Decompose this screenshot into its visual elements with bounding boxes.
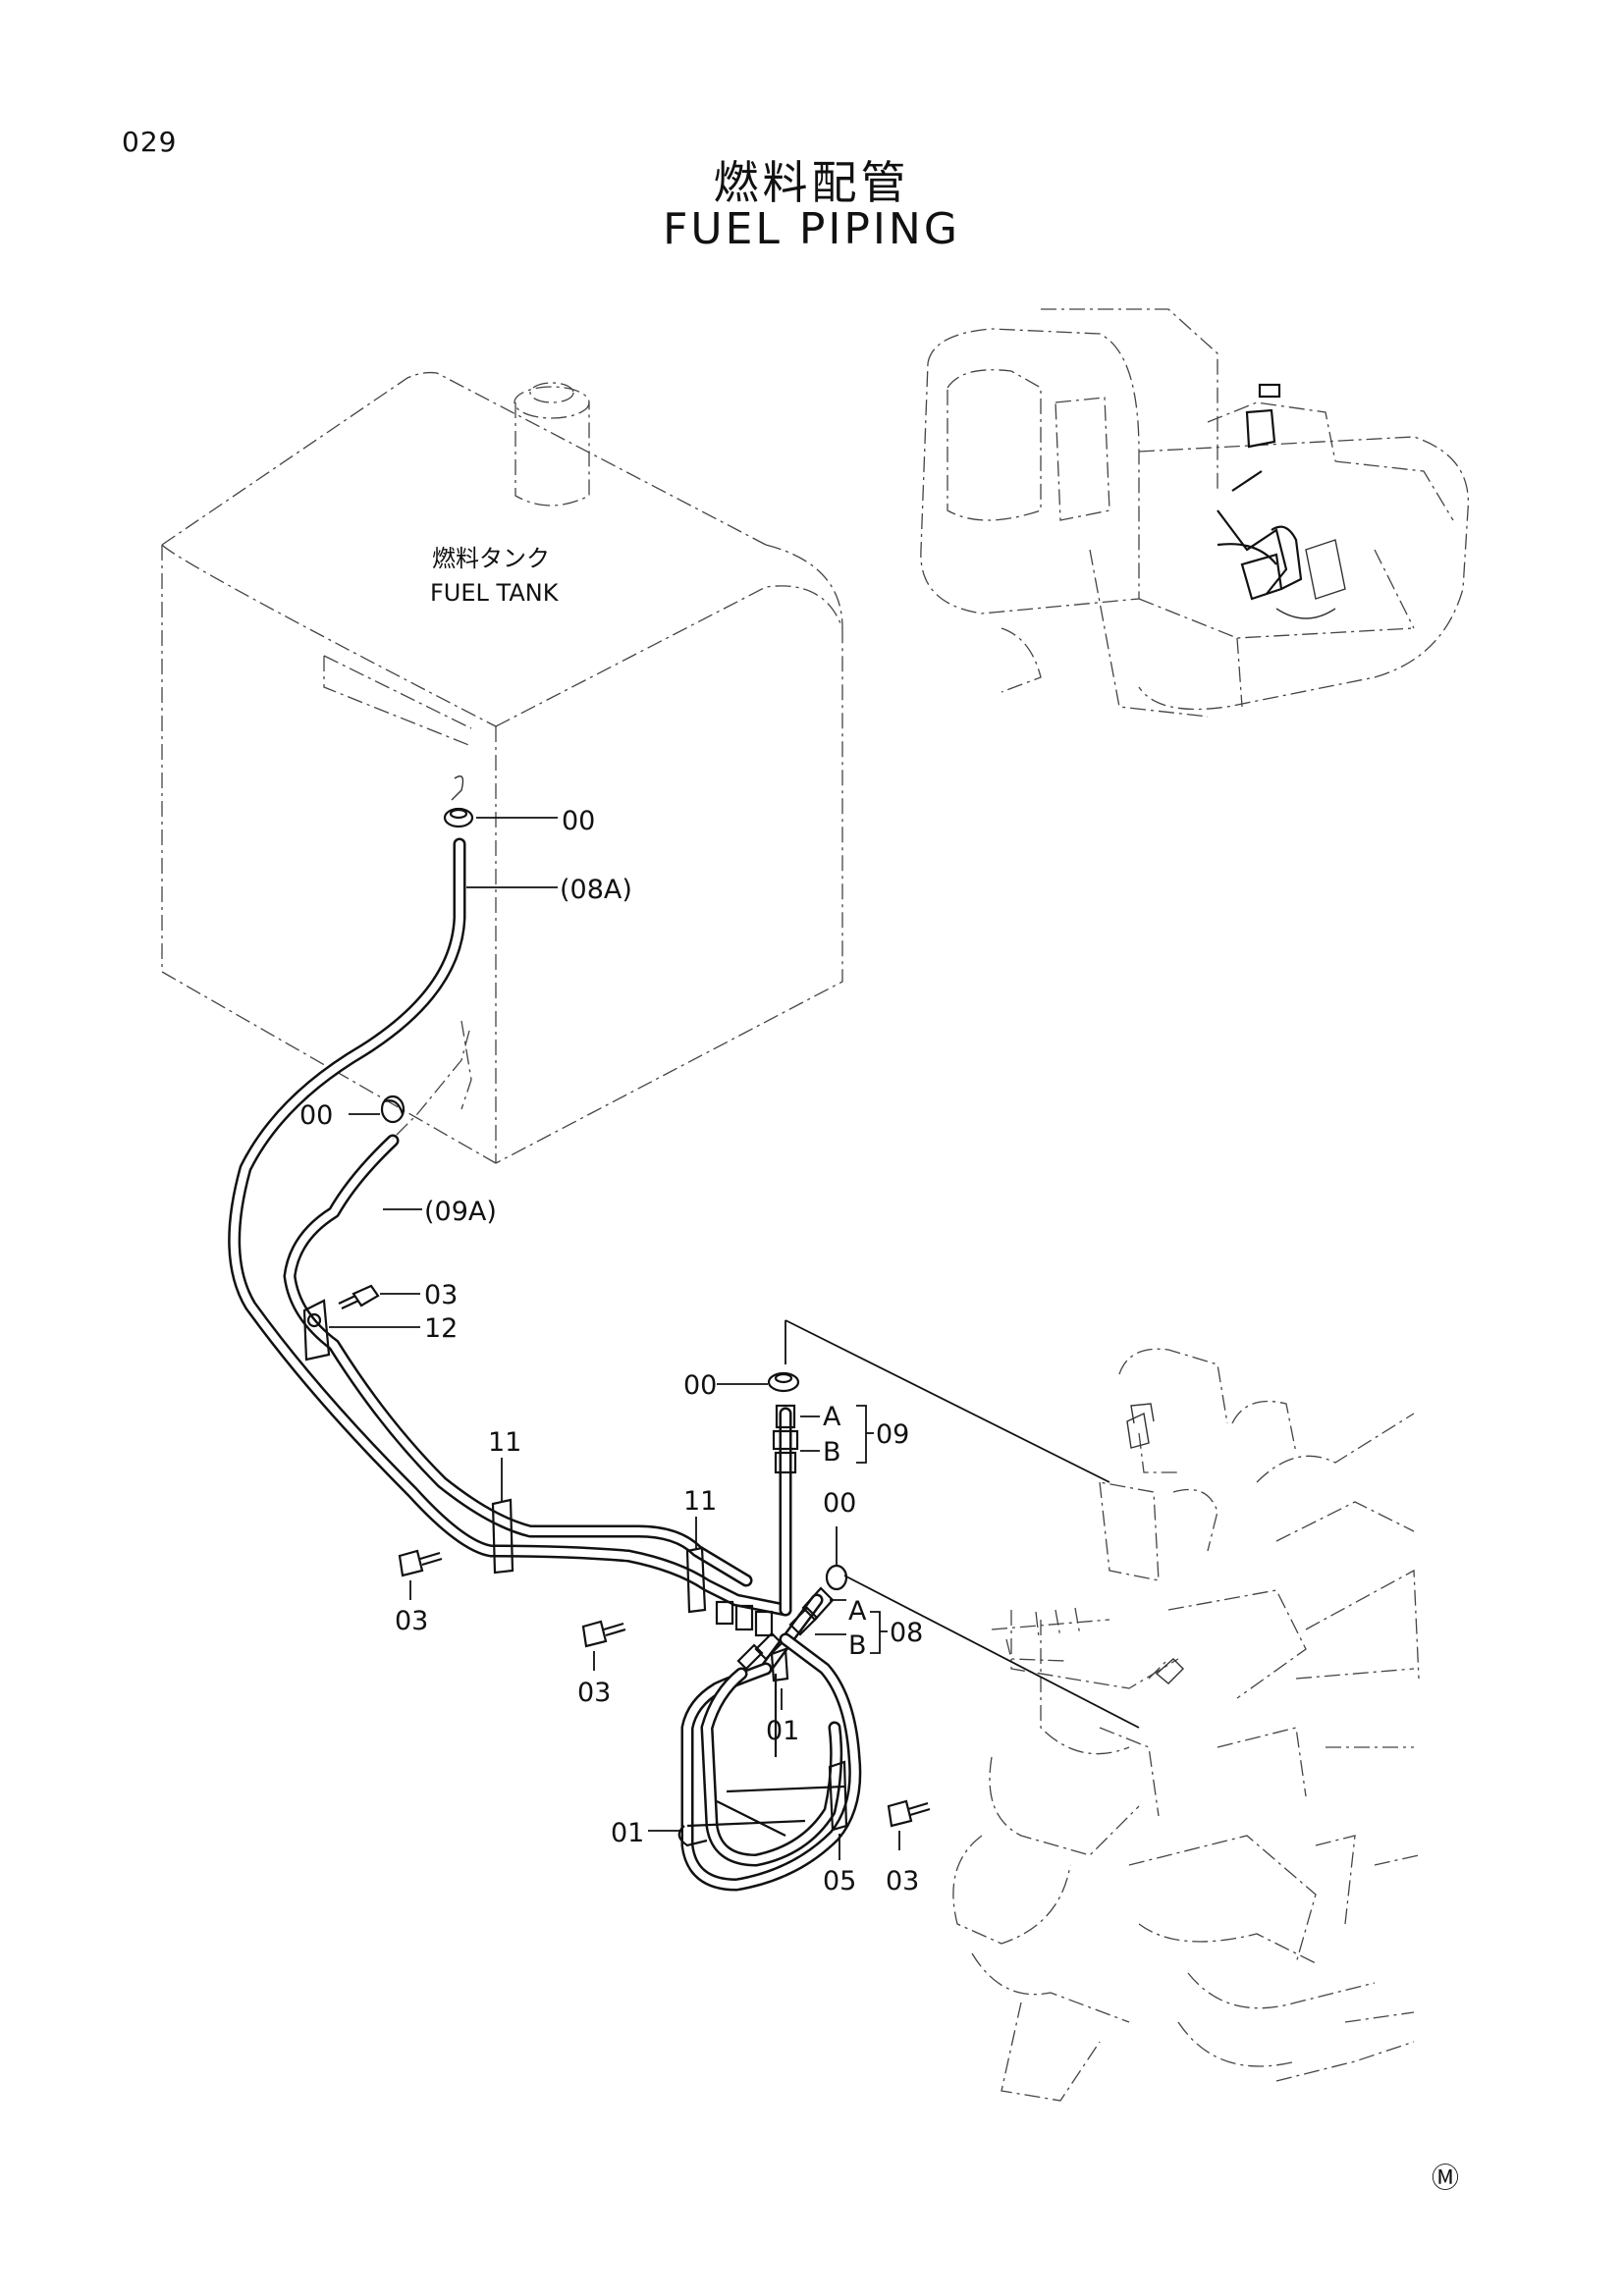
leader-lines: [329, 817, 900, 1860]
fuel-tank-label-en: FUEL TANK: [430, 579, 560, 607]
callout-00-mid: 00: [683, 1370, 717, 1401]
callout-09A: (09A): [424, 1197, 497, 1227]
callout-11-a: 11: [488, 1427, 521, 1458]
callout-09-a: A: [823, 1402, 841, 1432]
callout-03-b: 03: [395, 1606, 428, 1636]
callout-03-a: 03: [424, 1280, 458, 1310]
excavator-overview: [920, 308, 1470, 718]
fuel-hoses: [228, 837, 862, 1892]
callout-08-b: B: [848, 1630, 867, 1661]
callout-05: 05: [823, 1866, 856, 1896]
callout-03-c: 03: [577, 1678, 611, 1708]
callout-00-top: 00: [562, 806, 595, 836]
callout-09-b: B: [823, 1437, 841, 1468]
title-english: FUEL PIPING: [663, 204, 960, 254]
callout-00-right: 00: [823, 1488, 856, 1519]
page-number: 029: [122, 126, 178, 158]
callout-08A: (08A): [560, 875, 632, 905]
fuel-tank-label-jp: 燃料タンク: [432, 545, 550, 572]
callout-09: 09: [876, 1419, 909, 1450]
callout-01-a: 01: [766, 1716, 799, 1746]
callout-08-a: A: [848, 1596, 867, 1627]
engine: [952, 1348, 1420, 2102]
callout-00-left: 00: [299, 1100, 333, 1131]
callout-01-b: 01: [611, 1818, 644, 1848]
callout-labels: 00 (08A) 00 (09A) 03 12 11 11 03 03 00 A…: [299, 806, 923, 1896]
callout-11-b: 11: [683, 1486, 717, 1517]
callout-08: 08: [890, 1618, 923, 1648]
callout-03-d: 03: [886, 1866, 919, 1896]
fuel-tank: 燃料タンク FUEL TANK: [161, 371, 843, 1164]
callout-12: 12: [424, 1313, 458, 1344]
m-mark: Ⓜ: [1432, 2162, 1459, 2194]
title-japanese: 燃料配管: [713, 156, 910, 209]
